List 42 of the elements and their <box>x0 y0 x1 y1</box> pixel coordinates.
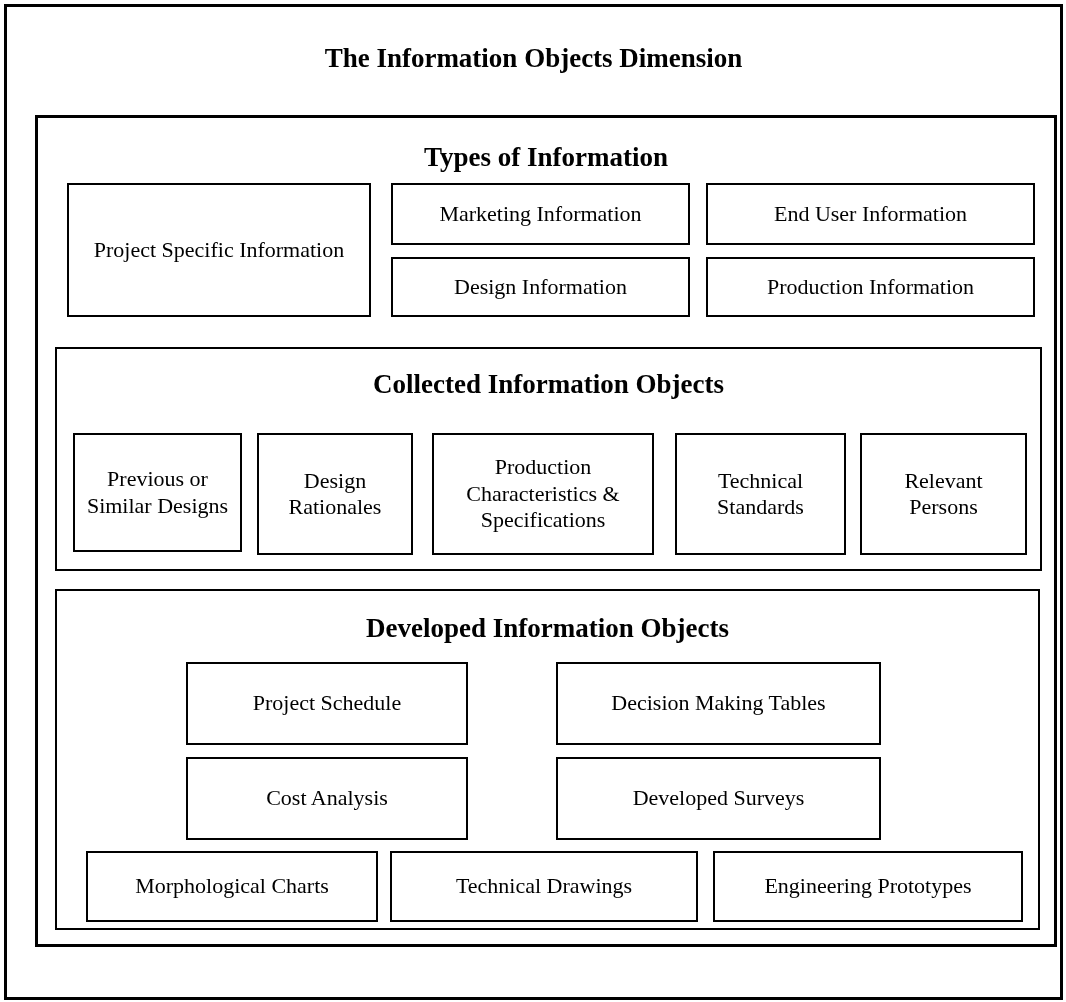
box-label: Project Specific Information <box>93 236 345 264</box>
info-box <box>186 662 468 745</box>
info-box <box>713 851 1023 922</box>
info-box <box>556 662 881 745</box>
box-label: Previous or Similar Designs <box>85 466 230 519</box>
info-box <box>432 433 654 555</box>
box-label: Project Schedule <box>252 690 402 717</box>
box-label: Decision Making Tables <box>611 690 826 717</box>
box-label: Relevant Persons <box>903 467 984 521</box>
info-box <box>73 433 242 552</box>
group-panel <box>4 4 1063 1000</box>
info-box <box>675 433 846 555</box>
box-label: Technical Standards <box>716 467 805 521</box>
box-label: Production Characteristics & Specifications <box>465 454 621 534</box>
box-label: End User Information <box>773 200 968 228</box>
box-label: Production Information <box>766 273 975 301</box>
info-box <box>390 851 698 922</box>
box-label: Technical Drawings <box>455 873 633 900</box>
box-label: Morphological Charts <box>135 873 329 900</box>
box-label: Engineering Prototypes <box>764 873 972 900</box>
box-label: Developed Surveys <box>632 785 805 812</box>
box-label: Design Rationales <box>287 467 383 521</box>
info-box <box>67 183 371 317</box>
info-box <box>257 433 413 555</box>
info-box <box>556 757 881 840</box>
info-box <box>860 433 1027 555</box>
info-box <box>391 257 690 317</box>
panel-heading: Collected Information Objects <box>372 369 725 400</box>
panel-heading: Developed Information Objects <box>365 613 730 644</box>
box-label: Marketing Information <box>439 200 642 228</box>
info-box <box>391 183 690 245</box>
panel-heading: The Information Objects Dimension <box>323 43 744 74</box>
info-box <box>706 183 1035 245</box>
group-panel <box>35 115 1057 947</box>
info-box <box>186 757 468 840</box>
info-box <box>706 257 1035 317</box>
panel-heading: Types of Information <box>423 142 669 173</box>
group-panel <box>55 589 1040 930</box>
box-label: Cost Analysis <box>266 785 388 812</box>
box-label: Design Information <box>454 273 627 301</box>
group-panel <box>55 347 1042 571</box>
info-box <box>86 851 378 922</box>
